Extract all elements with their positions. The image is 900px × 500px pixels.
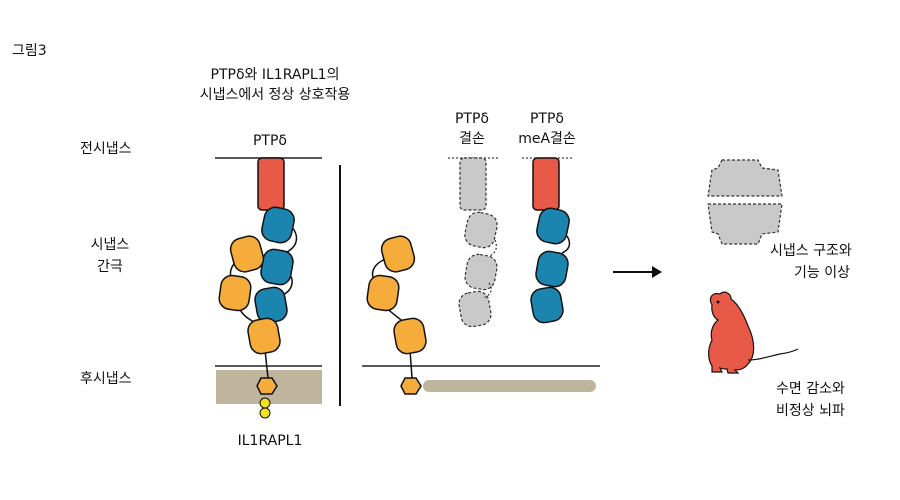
il1rapl1-transmembrane — [264, 349, 269, 379]
row-label-cleft-line2: 간극 — [97, 259, 123, 275]
column-label-ptpd-null-line1: PTPδ — [454, 111, 489, 127]
ptpd-null-domain — [464, 253, 498, 291]
column-label-ptpd-null-line2: 결손 — [459, 131, 485, 147]
row-label-cleft-line1: 시냅스 — [90, 237, 130, 253]
il1rapl1-ig-domain — [218, 274, 252, 312]
ptpd-null-domain — [458, 290, 492, 328]
outcome-behavior-line2: 비정상 뇌파 — [776, 403, 845, 419]
column-label-mea-null-line1: PTPδ — [529, 111, 564, 127]
mea-null-domain — [536, 207, 570, 245]
outcome-behavior-line1: 수면 감소와 — [776, 381, 845, 397]
arrow-right-icon-head — [652, 266, 662, 278]
il1rapl1-ig-domain — [366, 274, 400, 312]
figure-label: 그림3 — [12, 43, 47, 59]
il1rapl1-label: IL1RAPL1 — [237, 433, 303, 449]
il1rapl1-ig-domain — [380, 235, 416, 273]
ptpd-null-linker — [483, 282, 492, 299]
heading-line1: PTPδ와 IL1RAPL1의 — [210, 67, 340, 83]
ptpd-null-domain — [464, 211, 498, 249]
il1rapl1-intracellular-hexagon — [400, 377, 422, 395]
ptpd-ig-domain — [261, 206, 295, 244]
mea-null-domain — [530, 286, 564, 324]
column-label-normal: PTPδ — [252, 133, 287, 149]
row-label-postsynaptic: 후시냅스 — [80, 371, 132, 387]
mea-null-stalk — [532, 157, 560, 211]
ptpd-stalk — [257, 157, 285, 211]
disrupted-synapse-icon — [707, 159, 783, 245]
signal-dot — [259, 397, 271, 409]
ptpd-ig-domain — [260, 248, 294, 286]
il1rapl1-intracellular-hexagon — [256, 377, 278, 395]
ptpd-null-stalk — [459, 157, 487, 211]
row-label-presynaptic: 전시냅스 — [80, 141, 132, 157]
mea-null-linker — [561, 235, 571, 254]
column-label-mea-null-line2: meA결손 — [518, 131, 576, 147]
signal-dot — [259, 407, 271, 419]
il1rapl1-ig-domain — [229, 235, 265, 273]
mouse-icon — [708, 291, 799, 374]
outcome-synapse-line2: 기능 이상 — [794, 265, 850, 281]
il1rapl1-transmembrane — [409, 349, 413, 379]
outcome-synapse-line1: 시냅스 구조와 — [770, 243, 852, 259]
heading-line2: 시냅스에서 정상 상호작용 — [199, 87, 351, 103]
ptpd-null-linker — [489, 239, 497, 257]
il1rapl1-ig-domain — [393, 317, 427, 355]
il1rapl1-ig-domain — [247, 317, 281, 355]
mea-null-domain — [535, 250, 569, 288]
